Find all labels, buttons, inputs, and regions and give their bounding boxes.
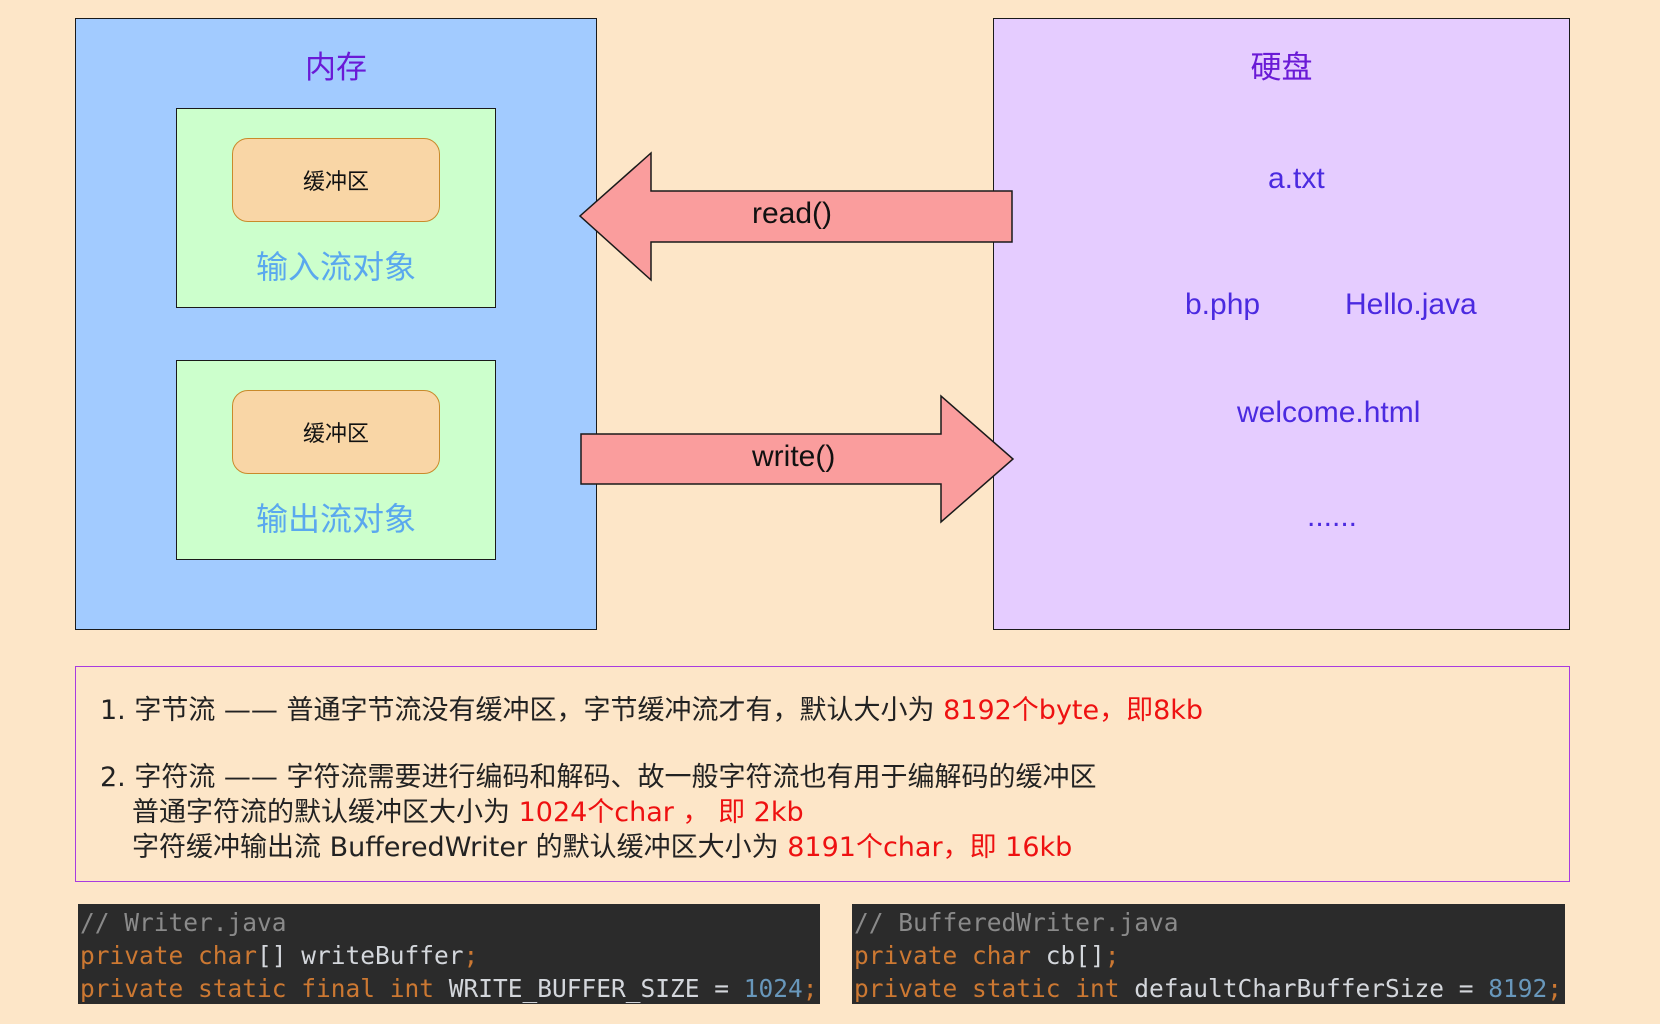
code-number: 8192 bbox=[1488, 974, 1548, 1003]
file-ellipsis: ...... bbox=[1307, 500, 1358, 533]
code-identifier: cb[] bbox=[1031, 941, 1105, 970]
code-number: 1024 bbox=[743, 974, 803, 1003]
code-semicolon: ; bbox=[1104, 941, 1120, 970]
disk-title: 硬盘 bbox=[1250, 50, 1313, 86]
output-buffer: 缓冲区 bbox=[232, 390, 440, 474]
note-char-stream: 2. 字符流 —— 字符流需要进行编码和解码、故一般字符流也有用于编解码的缓冲区 bbox=[100, 762, 1097, 793]
code-comment: // BufferedWriter.java bbox=[854, 908, 1179, 937]
disk-panel bbox=[993, 18, 1570, 630]
note-byte-stream-size: 8192个byte，即8kb bbox=[943, 695, 1204, 726]
code-keyword: private char bbox=[80, 941, 258, 970]
note-buffered-writer-size: 8191个char，即 16kb bbox=[787, 832, 1073, 863]
file-welcome-html: welcome.html bbox=[1237, 396, 1421, 429]
read-label: read() bbox=[752, 197, 833, 230]
code-block-writer: // Writer.java private char[] writeBuffe… bbox=[78, 904, 820, 1004]
code-keyword: private char bbox=[854, 941, 1032, 970]
code-identifier: [] writeBuffer bbox=[257, 941, 464, 970]
note-char-default-text: 普通字符流的默认缓冲区大小为 bbox=[132, 797, 519, 828]
write-arrow bbox=[580, 394, 1015, 524]
file-a-txt: a.txt bbox=[1268, 162, 1325, 195]
note-byte-stream: 1. 字节流 —— 普通字节流没有缓冲区，字节缓冲流才有，默认大小为 8192个… bbox=[100, 688, 1203, 727]
input-stream-label: 输入流对象 bbox=[255, 248, 416, 286]
code-keyword: private static final int bbox=[80, 974, 435, 1003]
code-semicolon: ; bbox=[1547, 974, 1563, 1003]
code-semicolon: ; bbox=[463, 941, 479, 970]
memory-title: 内存 bbox=[305, 50, 367, 86]
note-char-default-size: 1024个char ， 即 2kb bbox=[518, 797, 804, 828]
read-arrow bbox=[578, 151, 1013, 282]
note-buffered-writer: 字符缓冲输出流 BufferedWriter 的默认缓冲区大小为 8191个ch… bbox=[132, 825, 1072, 864]
input-buffer: 缓冲区 bbox=[232, 138, 440, 222]
notes-panel bbox=[75, 666, 1570, 882]
write-label: write() bbox=[752, 440, 836, 473]
code-identifier: defaultCharBufferSize = bbox=[1119, 974, 1489, 1003]
note-buffered-writer-text: 字符缓冲输出流 BufferedWriter 的默认缓冲区大小为 bbox=[132, 832, 788, 863]
note-byte-stream-text: 1. 字节流 —— 普通字节流没有缓冲区，字节缓冲流才有，默认大小为 bbox=[100, 695, 944, 726]
note-char-stream-default: 普通字符流的默认缓冲区大小为 1024个char ， 即 2kb bbox=[132, 790, 804, 829]
code-semicolon: ; bbox=[802, 974, 818, 1003]
file-b-php: b.php bbox=[1185, 288, 1261, 321]
file-hello-java: Hello.java bbox=[1345, 288, 1477, 321]
output-stream-label: 输出流对象 bbox=[255, 500, 416, 538]
code-identifier: WRITE_BUFFER_SIZE = bbox=[434, 974, 744, 1003]
code-keyword: private static int bbox=[854, 974, 1120, 1003]
code-comment: // Writer.java bbox=[80, 908, 287, 937]
code-block-buffered-writer: // BufferedWriter.java private char cb[]… bbox=[852, 904, 1565, 1004]
